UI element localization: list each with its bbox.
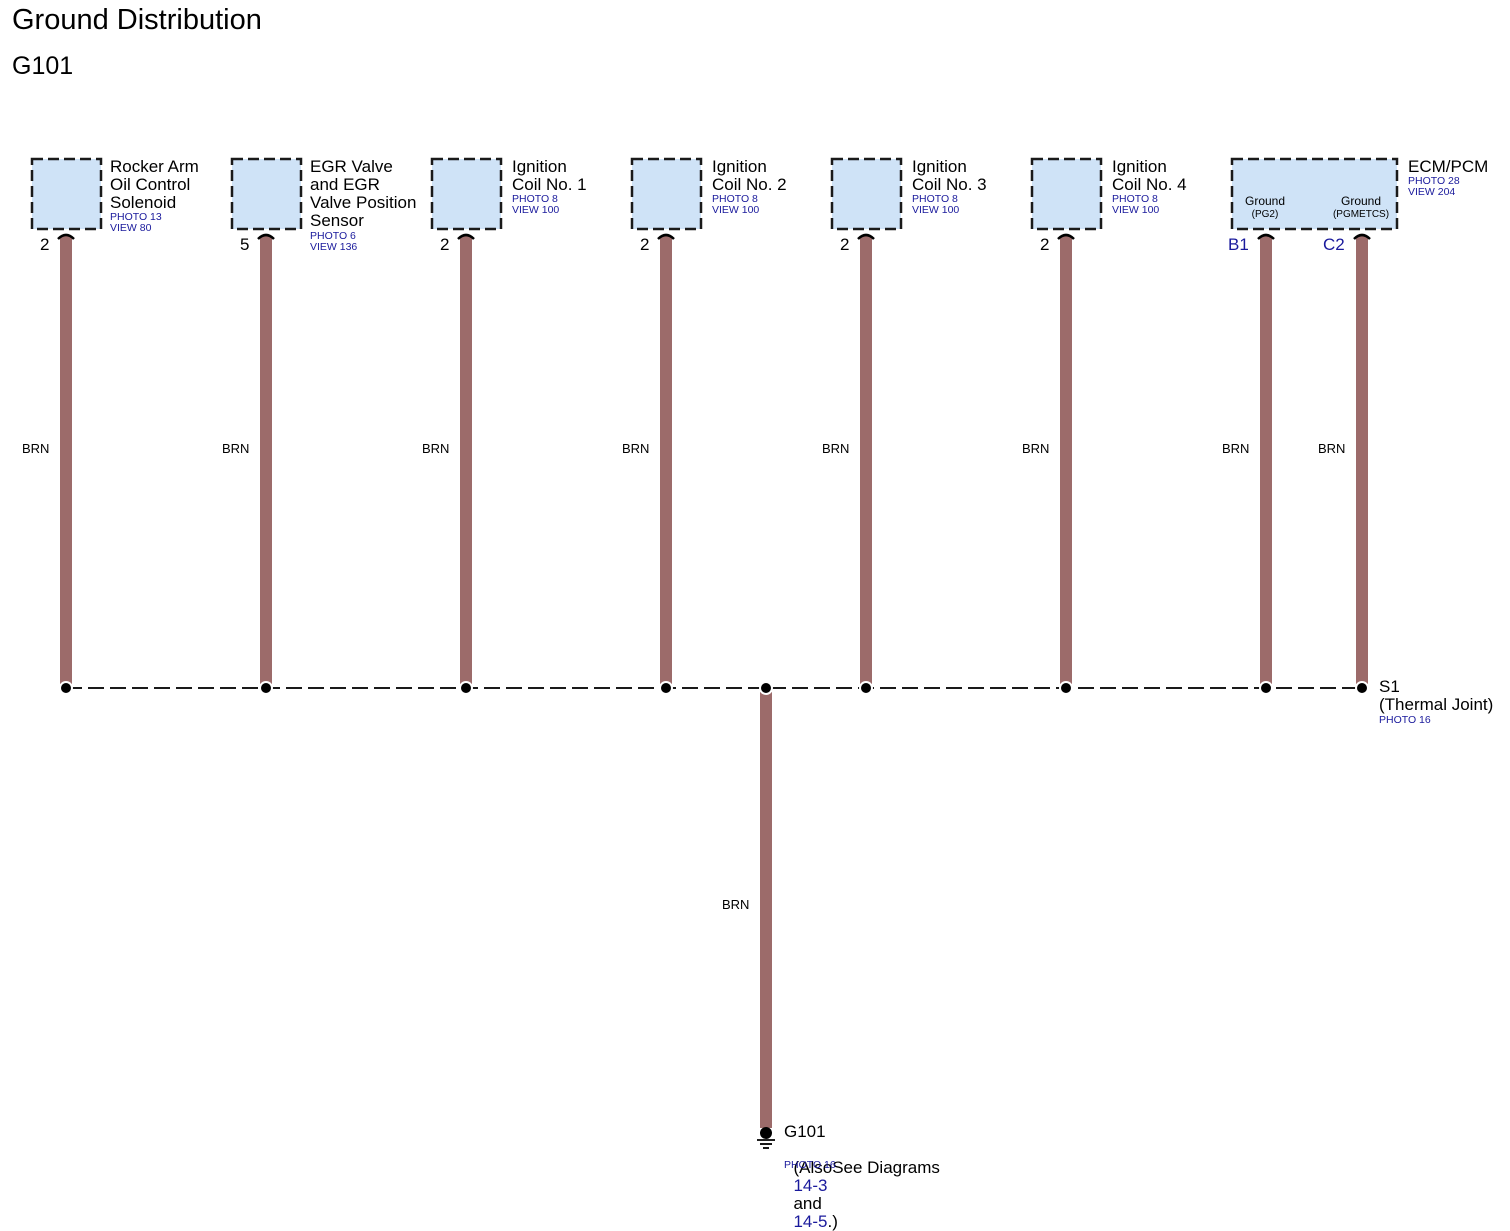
ground-name: G101 (784, 1122, 826, 1141)
component-box[interactable] (30, 157, 103, 231)
pin-number: C2 (1323, 235, 1345, 254)
ecm-refs[interactable]: PHOTO 28 VIEW 204 (1408, 175, 1460, 198)
splice-dot[interactable] (259, 681, 273, 695)
connector-cap (257, 233, 275, 240)
ground-symbol-icon[interactable] (757, 1127, 775, 1149)
wire-color-label: BRN (1318, 441, 1346, 456)
splice-dot[interactable] (59, 681, 73, 695)
ecm-name: ECM/PCM (1408, 157, 1489, 176)
wire-color-label: BRN (1022, 441, 1050, 456)
splice-dot[interactable] (1355, 681, 1369, 695)
ecm-terminal-label: Ground (1340, 194, 1382, 208)
component-box[interactable] (830, 157, 903, 231)
splice-dot[interactable] (1259, 681, 1273, 695)
ground-refs[interactable]: PHOTO 16 (784, 1159, 836, 1171)
connector-cap (1057, 233, 1075, 240)
component-refs[interactable]: PHOTO 6 VIEW 136 (310, 230, 358, 253)
component-name: Ignition Coil No. 4 (1112, 157, 1187, 194)
diagram-link[interactable]: 14-5 (793, 1212, 828, 1231)
page-subtitle: G101 (12, 52, 74, 80)
pin-number: 2 (1040, 235, 1050, 254)
component-box[interactable] (630, 157, 703, 231)
ground-note-mid: See Diagrams (832, 1158, 940, 1177)
connector-cap (57, 233, 75, 240)
diagram-link[interactable]: 14-3 (793, 1176, 828, 1195)
splice-dot[interactable] (659, 681, 673, 695)
pin-number: 2 (840, 235, 850, 254)
component-name: Ignition Coil No. 2 (712, 157, 787, 194)
wire-color-label: BRN (422, 441, 450, 456)
pin-number: 5 (240, 235, 250, 254)
wire-color-label: BRN (1222, 441, 1250, 456)
component-refs[interactable]: PHOTO 8 VIEW 100 (712, 193, 760, 216)
component-box[interactable] (1030, 157, 1103, 231)
component-refs[interactable]: PHOTO 8 VIEW 100 (1112, 193, 1160, 216)
pin-number: 2 (640, 235, 650, 254)
wiring-diagram (30, 157, 1399, 1149)
component-box[interactable] (230, 157, 303, 231)
ground-note-suffix: .) (827, 1212, 838, 1231)
ground-note-and: and (793, 1194, 822, 1213)
ecm-terminal-sub: (PG2) (1251, 209, 1279, 220)
splice-dot[interactable] (459, 681, 473, 695)
pin-number: 2 (440, 235, 450, 254)
wire-color-label: BRN (722, 897, 750, 912)
splice-desc: (Thermal Joint) (1379, 695, 1494, 714)
splice-dot[interactable] (759, 681, 773, 695)
pin-number: B1 (1228, 235, 1249, 254)
component-refs[interactable]: PHOTO 13 VIEW 80 (110, 211, 162, 234)
component-refs[interactable]: PHOTO 8 VIEW 100 (512, 193, 560, 216)
connector-cap (857, 233, 875, 240)
wire-color-label: BRN (822, 441, 850, 456)
splice-dot[interactable] (859, 681, 873, 695)
component-name: Ignition Coil No. 1 (512, 157, 587, 194)
ecm-box[interactable] (1230, 157, 1399, 231)
wire-color-label: BRN (622, 441, 650, 456)
ground-note-prefix: (Also (793, 1158, 833, 1177)
wire-color-label: BRN (222, 441, 250, 456)
splice-refs[interactable]: PHOTO 16 (1379, 714, 1431, 726)
component-refs[interactable]: PHOTO 8 VIEW 100 (912, 193, 960, 216)
connector-cap (1353, 233, 1371, 240)
component-name: EGR Valve and EGR Valve Position Sensor (310, 157, 417, 230)
ecm-terminal-sub: (PGMETCS) (1332, 209, 1390, 220)
component-box[interactable] (430, 157, 503, 231)
component-name: Rocker Arm Oil Control Solenoid (110, 157, 199, 212)
pin-number: 2 (40, 235, 50, 254)
wire-color-label: BRN (22, 441, 50, 456)
ground-note: (AlsoSee Diagrams 14-3 and 14-5.) (784, 1141, 940, 1231)
splice-name: S1 (1379, 677, 1400, 696)
splice-dot[interactable] (1059, 681, 1073, 695)
ecm-terminal-label: Ground (1244, 194, 1286, 208)
component-name: Ignition Coil No. 3 (912, 157, 987, 194)
connector-cap (1257, 233, 1275, 240)
connector-cap (457, 233, 475, 240)
connector-cap (657, 233, 675, 240)
page-title: Ground Distribution (12, 4, 262, 36)
